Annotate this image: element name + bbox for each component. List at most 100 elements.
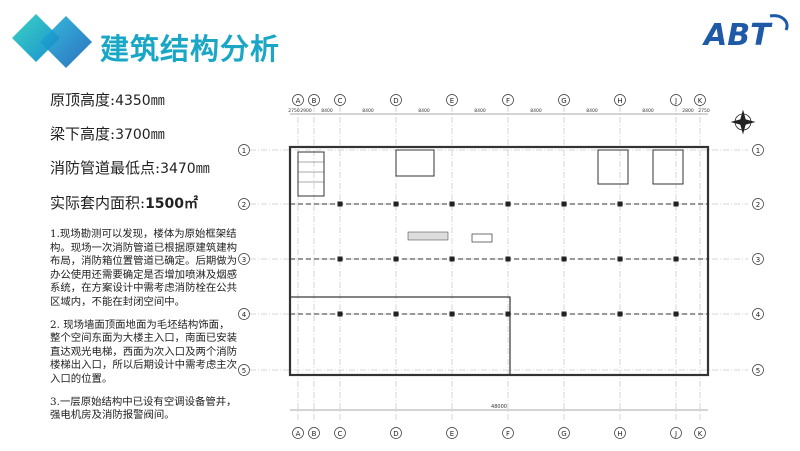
row-axis-5-right: 5 — [752, 364, 764, 376]
stat-value: 3700㎜ — [115, 127, 165, 143]
hvac-shaft — [407, 231, 449, 241]
note-2: 2. 现场墙面顶面地面为毛坯结构饰面，整个空间东面为大楼主入口，南面已安装直达观… — [50, 318, 238, 385]
row-axis-5: 5 — [238, 364, 250, 376]
stat-beam-height: 梁下高度:3700㎜ — [50, 123, 165, 144]
structural-columns — [337, 201, 679, 317]
svg-text:B: B — [312, 430, 317, 438]
svg-text:3: 3 — [756, 256, 760, 264]
column-axis-G: G — [558, 94, 570, 106]
column-axis-G-bottom: G — [558, 427, 570, 439]
column-axis-A: A — [292, 94, 304, 106]
svg-text:A: A — [296, 430, 301, 438]
dimension-label: 2800 — [682, 108, 694, 114]
column — [617, 201, 623, 207]
fire-alarm-valve-room — [471, 233, 493, 243]
stat-fire-pipe-height: 消防管道最低点:3470㎜ — [50, 157, 210, 178]
logo-diamonds — [12, 14, 92, 68]
row-axis-4-right: 4 — [752, 308, 764, 320]
dimension-label: 8400 — [642, 108, 654, 114]
row-axis-1-right: 1 — [752, 144, 764, 156]
column — [673, 256, 679, 262]
stat-label: 消防管道最低点: — [50, 159, 161, 177]
svg-text:1: 1 — [242, 147, 246, 155]
svg-text:F: F — [506, 430, 510, 438]
column-axis-H: H — [614, 94, 626, 106]
brand-logo: ABT — [702, 14, 789, 52]
column — [505, 311, 511, 317]
dimension-label: 8400 — [362, 108, 374, 114]
column-axis-D: D — [390, 94, 402, 106]
dimension-label: 8400 — [418, 108, 430, 114]
dimension-label: 8400 — [474, 108, 486, 114]
column-axis-E-bottom: E — [446, 427, 458, 439]
column-axis-B-bottom: B — [308, 427, 320, 439]
row-axis-2: 2 — [238, 198, 250, 210]
svg-text:2: 2 — [756, 201, 760, 209]
column — [505, 256, 511, 262]
north-arrow — [730, 109, 756, 135]
column-axis-K: K — [694, 94, 706, 106]
svg-text:5: 5 — [756, 367, 760, 375]
column-axis-J-bottom: J — [670, 427, 682, 439]
analysis-notes: 1.现场勘测可以发现，楼体为原始框架结构。现场一次消防管道已根据原建筑建构布局，… — [50, 228, 238, 432]
stat-label: 梁下高度: — [50, 125, 116, 143]
column-axis-F: F — [502, 94, 514, 106]
stat-value: 3470㎜ — [160, 161, 210, 177]
column-axis-D-bottom: D — [390, 427, 402, 439]
svg-text:3: 3 — [242, 256, 246, 264]
dimension-label: 8400 — [530, 108, 542, 114]
svg-text:D: D — [393, 97, 398, 105]
column — [617, 311, 623, 317]
column-axis-C: C — [334, 94, 346, 106]
column — [393, 311, 399, 317]
svg-text:H: H — [617, 430, 622, 438]
svg-text:4: 4 — [242, 311, 247, 319]
row-axis-1: 1 — [238, 144, 250, 156]
row-axis-3: 3 — [238, 253, 250, 265]
note-3: 3.一层原始结构中已设有空调设备管井，强电机房及消防报警阀间。 — [50, 395, 237, 422]
column — [449, 256, 455, 262]
dimension-label: 2750 — [288, 108, 300, 114]
svg-text:E: E — [450, 97, 454, 105]
stat-label: 实际套内面积: — [50, 194, 146, 212]
svg-text:A: A — [296, 97, 301, 105]
note-1: 1.现场勘测可以发现，楼体为原始框架结构。现场一次消防管道已根据原建筑建构布局，… — [50, 228, 238, 308]
column — [337, 201, 343, 207]
stat-area: 实际套内面积:1500㎡ — [50, 192, 198, 213]
svg-text:J: J — [674, 430, 677, 438]
stair-core-east — [597, 149, 629, 185]
column — [673, 201, 679, 207]
column — [337, 256, 343, 262]
stair-core-west — [297, 151, 325, 197]
svg-text:K: K — [698, 430, 703, 438]
svg-text:E: E — [450, 430, 454, 438]
stat-label: 原顶高度: — [50, 91, 116, 109]
column-axis-H-bottom: H — [614, 427, 626, 439]
svg-text:J: J — [674, 97, 677, 105]
svg-text:2: 2 — [242, 201, 246, 209]
svg-text:5: 5 — [242, 367, 246, 375]
stair-core-north — [395, 149, 435, 177]
row-axis-4: 4 — [238, 308, 250, 320]
dimension-label: 2750 — [698, 108, 710, 114]
south-wing — [289, 296, 511, 376]
brand-text: ABT — [702, 18, 773, 52]
column-axis-C-bottom: C — [334, 427, 346, 439]
svg-text:D: D — [393, 430, 398, 438]
svg-text:G: G — [561, 430, 566, 438]
svg-text:K: K — [698, 97, 703, 105]
column — [561, 311, 567, 317]
column — [449, 201, 455, 207]
svg-text:G: G — [561, 97, 566, 105]
row-axis-3-right: 3 — [752, 253, 764, 265]
column-axis-F-bottom: F — [502, 427, 514, 439]
restroom-block — [652, 149, 684, 185]
dimension-label: 8400 — [586, 108, 598, 114]
column — [561, 201, 567, 207]
page-title: 建筑结构分析 — [100, 32, 281, 66]
column — [393, 201, 399, 207]
